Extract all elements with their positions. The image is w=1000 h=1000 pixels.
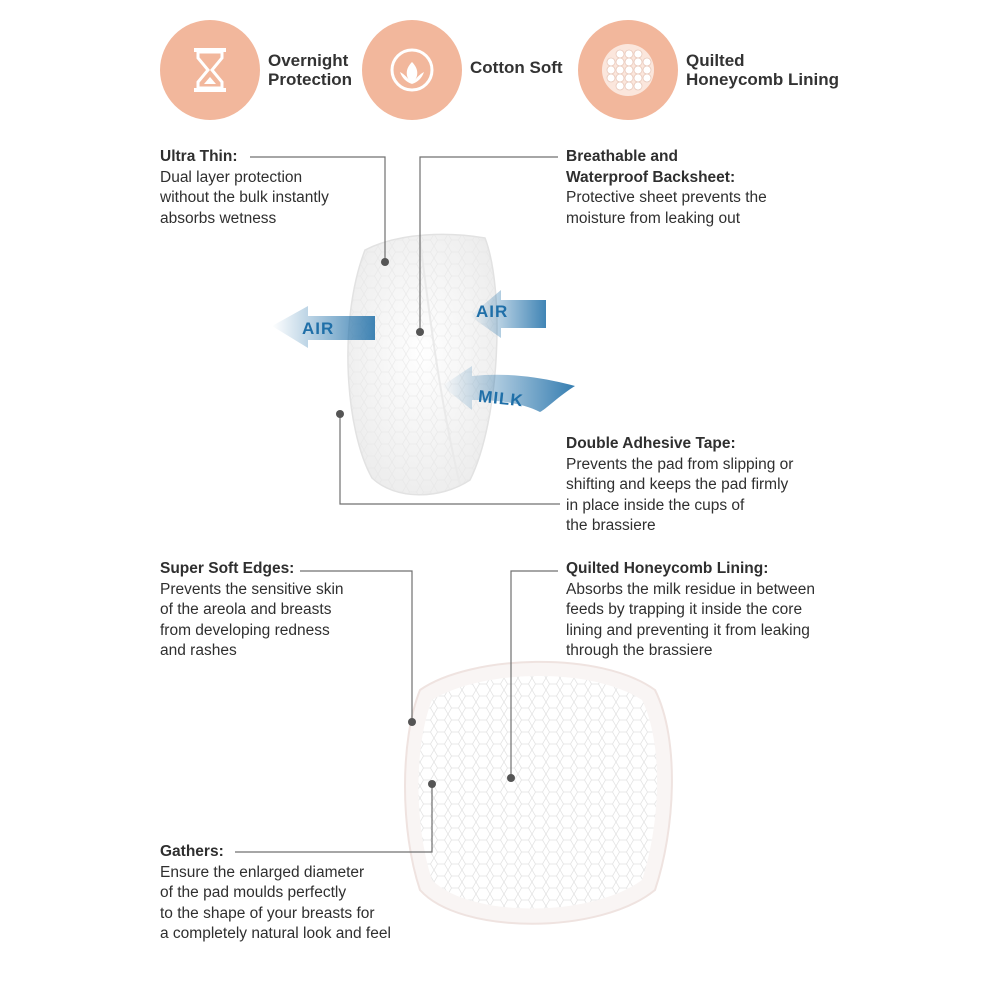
- callout-text: Prevents the pad from slipping or shifti…: [566, 455, 794, 535]
- callout-title: Double Adhesive Tape:: [566, 435, 736, 452]
- callout-ultra-thin: Ultra Thin: Dual layer protection withou…: [160, 147, 329, 229]
- leader-lines: [235, 156, 560, 853]
- feature-overnight-protection: Overnight Protection: [160, 20, 352, 120]
- callout-breathable-backsheet: Breathable and Waterproof Backsheet: Pro…: [566, 147, 767, 229]
- pad-side-view: [347, 233, 498, 496]
- callout-text: Protective sheet prevents the moisture f…: [566, 189, 767, 227]
- callout-super-soft-edges: Super Soft Edges: Prevents the sensitive…: [160, 559, 344, 662]
- feature-badge: [578, 20, 678, 120]
- feature-label: Quilted Honeycomb Lining: [686, 51, 839, 89]
- callout-title: Quilted Honeycomb Lining:: [566, 560, 769, 577]
- callout-text: Ensure the enlarged diameter of the pad …: [160, 863, 391, 943]
- feature-cotton-soft: Cotton Soft: [362, 20, 563, 120]
- callout-gathers: Gathers: Ensure the enlarged diameter of…: [160, 842, 391, 945]
- honeycomb-icon: [602, 44, 654, 96]
- hourglass-icon: [194, 48, 226, 92]
- feature-label: Overnight Protection: [268, 51, 353, 89]
- callout-text: Dual layer protection without the bulk i…: [160, 168, 329, 227]
- feature-honeycomb-lining: Quilted Honeycomb Lining: [578, 20, 839, 120]
- callout-title: Super Soft Edges:: [160, 560, 295, 577]
- callout-title: Breathable and Waterproof Backsheet:: [566, 148, 736, 186]
- feature-badge: [160, 20, 260, 120]
- callout-double-adhesive-tape: Double Adhesive Tape: Prevents the pad f…: [566, 434, 793, 537]
- air-left-arrow: AIR: [272, 306, 375, 348]
- callout-title: Gathers:: [160, 843, 224, 860]
- callout-text: Prevents the sensitive skin of the areol…: [160, 580, 344, 660]
- leader-dots: [336, 258, 515, 788]
- callout-title: Ultra Thin:: [160, 148, 238, 165]
- cotton-icon: [390, 48, 434, 92]
- milk-label: MILK: [477, 387, 524, 411]
- air-right-arrow: AIR: [470, 290, 546, 338]
- air-left-label: AIR: [302, 319, 334, 338]
- air-right-label: AIR: [476, 302, 508, 321]
- feature-badge: [362, 20, 462, 120]
- milk-arrow: MILK: [442, 366, 575, 412]
- callout-text: Absorbs the milk residue in between feed…: [566, 580, 815, 660]
- callout-honeycomb-lining: Quilted Honeycomb Lining: Absorbs the mi…: [566, 559, 815, 662]
- feature-label: Cotton Soft: [470, 58, 563, 77]
- pad-front-view: [404, 660, 673, 925]
